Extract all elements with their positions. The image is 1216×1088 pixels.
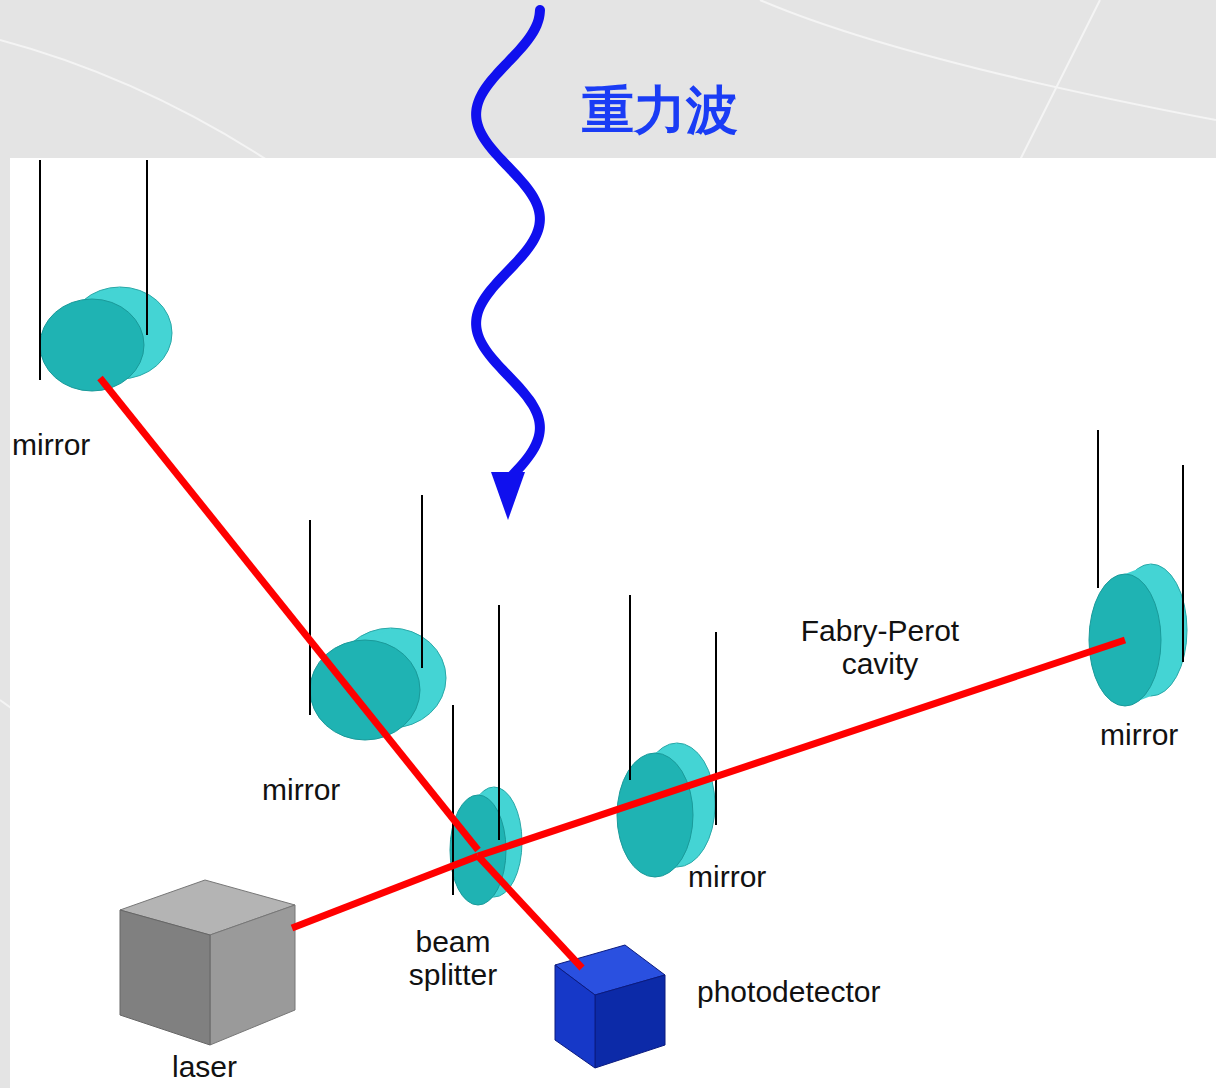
mirror-face (310, 640, 420, 740)
laser-beam (292, 856, 478, 928)
part-name: beam splitter (383, 925, 523, 991)
part-name: mirror (12, 428, 90, 461)
suspension-wire (498, 605, 500, 840)
photodetector-front (555, 965, 595, 1068)
part-name: laser (172, 1050, 237, 1083)
suspension-wire (1182, 465, 1184, 662)
part-name: mirror (688, 860, 766, 893)
part-name: photodetector (697, 975, 880, 1008)
laser-front (120, 910, 210, 1045)
suspension-wire (715, 632, 717, 825)
suspension-wire (629, 595, 631, 780)
laser-beam (478, 856, 582, 968)
photodetector-side (595, 975, 665, 1068)
suspension-wire (421, 495, 423, 668)
mirror-face (40, 299, 144, 391)
wave-label: 重力波 (582, 82, 738, 139)
suspension-wire (1097, 430, 1099, 588)
gravitational-wave (476, 10, 540, 480)
part-name: Fabry-Perot cavity (790, 614, 970, 680)
suspension-wire (146, 160, 148, 335)
laser-beam (478, 640, 1125, 856)
white-panel (10, 158, 1216, 1088)
suspension-wire (309, 520, 311, 715)
wave-arrowhead (491, 472, 525, 520)
mirror-face (617, 753, 693, 877)
laser-beam (100, 378, 478, 850)
part-name: mirror (262, 773, 340, 806)
part-name: mirror (1100, 718, 1178, 751)
suspension-wire (39, 160, 41, 380)
laser-side (210, 905, 295, 1045)
